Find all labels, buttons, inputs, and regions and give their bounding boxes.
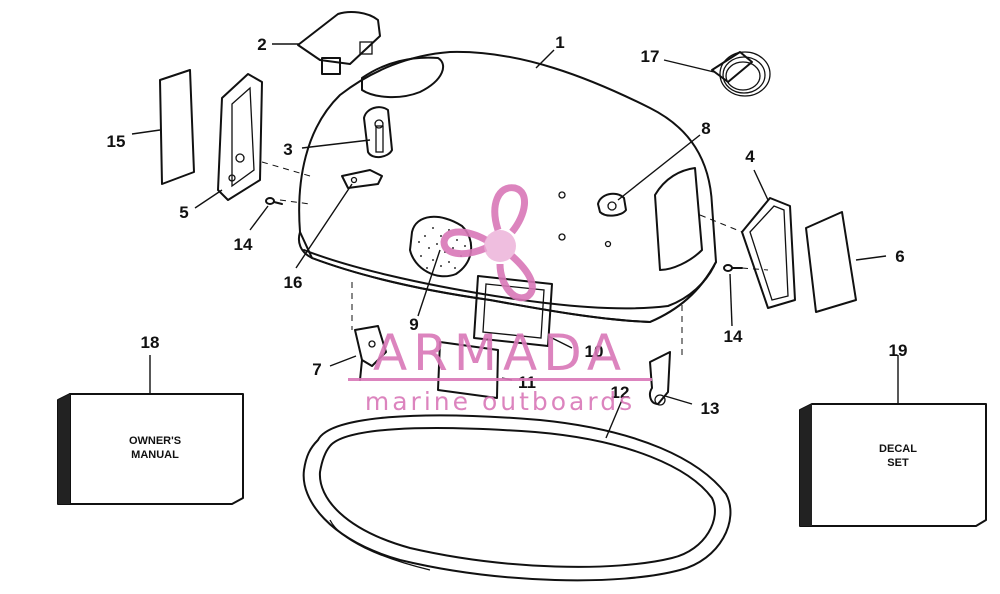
callout-9: 9 [409,315,418,334]
label-plate [437,341,499,399]
latch-handle [297,11,381,75]
owners-manual-line1: OWNER'S [129,435,181,447]
screw-left [265,197,283,205]
owners-manual-box: OWNER'S MANUAL [57,393,244,505]
callout-14-right: 14 [724,327,743,346]
engine-cover [297,50,717,360]
callout-1: 1 [555,33,564,52]
cover-seal [302,414,732,582]
callout-13: 13 [701,399,720,418]
callout-2: 2 [257,35,266,54]
callout-17: 17 [641,47,660,66]
window-frame [699,197,796,309]
callout-3: 3 [283,140,292,159]
side-bracket [217,73,311,205]
callout-19: 19 [889,341,908,360]
callout-18: 18 [141,333,160,352]
callout-5: 5 [179,203,188,222]
watermark-rule [348,378,652,381]
screw-right [723,264,769,272]
callout-12: 12 [611,383,630,402]
callout-15: 15 [107,132,126,151]
decal-set-line2: SET [887,457,909,469]
callout-7: 7 [312,360,321,379]
cable-coil [711,51,771,97]
callout-8: 8 [701,119,710,138]
callout-numbers: 1 2 3 4 5 6 7 8 9 10 11 12 13 14 14 15 1… [107,33,908,418]
callout-4: 4 [745,147,755,166]
small-clip [649,351,671,406]
decal-set-line1: DECAL [879,443,917,455]
side-panel [159,69,195,185]
callout-10: 10 [585,342,604,361]
propeller-logo-icon [440,184,536,302]
watermark-subtitle: marine outboards [365,387,635,416]
callout-6: 6 [895,247,904,266]
owners-manual-line2: MANUAL [131,449,179,461]
callout-11: 11 [518,373,536,392]
sound-insulation-pad [409,215,472,278]
grommet [597,192,627,217]
propeller-hub-icon [484,230,516,262]
watermark-title: ARMADA [373,324,627,382]
callout-16: 16 [284,273,303,292]
window-glass [805,211,857,313]
latch-assembly [363,106,393,158]
watermark: ARMADA marine outboards [348,184,652,416]
decal-set-box: DECAL SET [799,403,987,527]
callout-14-left: 14 [234,235,253,254]
mounting-bracket [354,325,387,381]
access-frame [473,275,553,347]
retainer-clip [341,169,383,189]
